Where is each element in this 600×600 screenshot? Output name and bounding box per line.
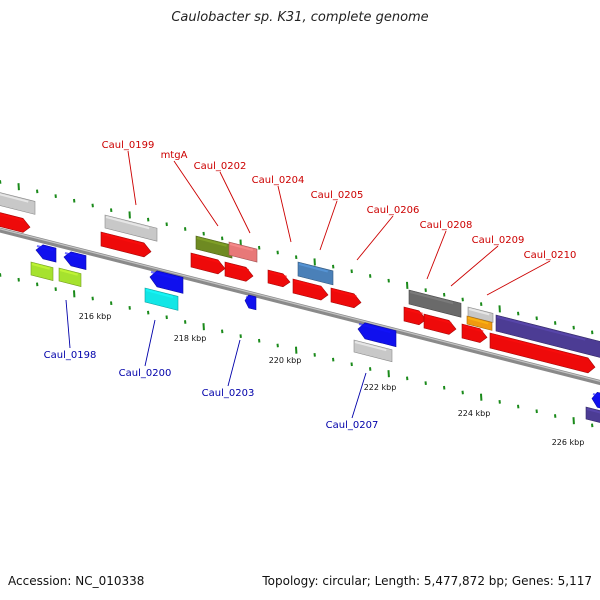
- gene-red-202b: [224, 261, 254, 282]
- gene-caul-0205: [297, 261, 334, 286]
- gene-red-0208c: [423, 313, 457, 335]
- gene-label-top: mtgA: [161, 150, 188, 161]
- gene-caul-0200: [144, 287, 179, 311]
- gene-blue-0198a-shine: [36, 245, 54, 252]
- gene-labels: Caul_0199 mtgA Caul_0202Caul_0204Caul_0205…: [44, 140, 577, 431]
- gene-features: [0, 192, 600, 423]
- gene-label-top: Caul_0208: [420, 220, 473, 231]
- gene-red-left: [0, 212, 31, 233]
- gene-caul-0199: [104, 214, 158, 242]
- gene-blue-right-shine: [592, 393, 600, 397]
- gene-caul-0205-shine: [298, 263, 329, 273]
- gene-orange-0209-shine: [467, 317, 489, 325]
- scale-labels: 216 kbp 218 kbp 220 kbp 222 kbp 224 kbp 226 k…: [79, 312, 585, 447]
- gene-red-left-shine: [0, 213, 25, 222]
- gene-caul-0199-shine: [105, 216, 150, 230]
- gene-red-0206-shine: [331, 289, 357, 298]
- gene-label-top: Caul_0202: [194, 161, 247, 172]
- leader-top: [219, 171, 251, 234]
- gene-blue-0207-shine: [358, 323, 391, 334]
- gene-caul-0202: [228, 241, 258, 263]
- gene-caul-0208: [408, 289, 462, 318]
- gene-caul-0209-shine: [468, 308, 490, 316]
- leader-top: [277, 185, 292, 243]
- gene-caul-0207: [353, 339, 393, 363]
- backbone-highlight: [0, 228, 600, 382]
- label-leaders: [65, 150, 551, 419]
- gene-red-0205b: [292, 278, 329, 301]
- gene-grey-left: [0, 192, 36, 215]
- leader-bottom: [65, 299, 71, 349]
- gene-caul-0198-shine: [31, 263, 50, 270]
- gene-red-0210b-shine: [490, 334, 580, 359]
- gene-red-0209b-shine: [462, 325, 484, 333]
- gene-blue-0207: [357, 322, 397, 348]
- gene-red-0208b-shine: [404, 308, 423, 315]
- gene-red-0199: [100, 231, 152, 258]
- accession-text: Accession: NC_010338: [8, 574, 145, 588]
- gene-label-top: Caul_0205: [311, 190, 364, 201]
- scale-label: 220 kbp: [269, 356, 302, 365]
- gene-lime-0198b: [58, 267, 82, 287]
- summary-text: Topology: circular; Length: 5,477,872 bp…: [262, 574, 592, 588]
- scale-label: 222 kbp: [364, 383, 397, 392]
- leader-top: [450, 245, 499, 287]
- gene-blue-0200-shine: [150, 271, 179, 281]
- gene-caul-0210: [495, 314, 600, 358]
- gene-mtga: [195, 235, 233, 259]
- gene-label-bottom: Caul_0203: [202, 388, 255, 399]
- gene-slate-right-shine: [586, 408, 600, 414]
- scale-label: 224 kbp: [458, 409, 491, 418]
- map-title: Caulobacter sp. K31, complete genome: [171, 10, 429, 25]
- scale-label: 218 kbp: [174, 334, 207, 343]
- leader-top: [127, 150, 137, 206]
- gene-red-0206: [330, 287, 362, 309]
- gene-caul-0208-shine: [409, 291, 454, 305]
- gene-blue-0200: [149, 270, 184, 294]
- gene-caul-0202-shine: [229, 243, 254, 252]
- tick-marks: [0, 180, 594, 428]
- gene-label-top: Caul_0210: [524, 250, 577, 261]
- gene-red-202b-shine: [225, 263, 250, 272]
- leader-top: [173, 160, 219, 227]
- gene-caul-0203-shine: [245, 296, 255, 301]
- scale-label: 216 kbp: [79, 312, 112, 321]
- gene-grey-left-shine: [0, 193, 29, 203]
- gene-mtga-shine: [196, 237, 227, 247]
- gene-red-201-shine: [191, 254, 221, 264]
- gene-label-top: Caul_0199: [102, 140, 155, 151]
- gene-label-top: Caul_0206: [367, 205, 420, 216]
- backbone-line: [0, 227, 600, 386]
- gene-red-0205b-shine: [293, 280, 324, 290]
- leader-top: [486, 260, 551, 296]
- gene-label-top: Caul_0204: [252, 175, 305, 186]
- gene-blue-0198b-shine: [64, 252, 83, 259]
- scale-label: 226 kbp: [552, 438, 585, 447]
- leader-bottom: [144, 319, 156, 367]
- gene-caul-0210-shine: [496, 316, 586, 341]
- gene-red-0208c-shine: [424, 315, 452, 324]
- gene-caul-0200-shine: [145, 289, 174, 299]
- gene-red-0208b: [403, 306, 427, 326]
- gene-caul-0207-shine: [354, 341, 387, 352]
- leader-top: [319, 200, 338, 251]
- gene-red-0199-shine: [101, 233, 144, 246]
- gene-red-0204-shine: [268, 271, 287, 278]
- gene-label-top: Caul_0209: [472, 235, 525, 246]
- leader-bottom: [351, 372, 367, 419]
- backbone: [0, 227, 600, 386]
- leader-top: [356, 215, 394, 261]
- gene-red-0210b: [489, 332, 596, 374]
- gene-label-bottom: Caul_0207: [326, 420, 379, 431]
- gene-label-bottom: Caul_0198: [44, 350, 97, 361]
- gene-caul-0198: [30, 261, 54, 281]
- leader-bottom: [227, 339, 241, 387]
- gene-label-bottom: Caul_0200: [119, 368, 172, 379]
- leader-top: [426, 230, 447, 280]
- gene-lime-0198b-shine: [59, 269, 78, 276]
- gene-red-0209b: [461, 323, 488, 343]
- gene-red-201: [190, 252, 226, 275]
